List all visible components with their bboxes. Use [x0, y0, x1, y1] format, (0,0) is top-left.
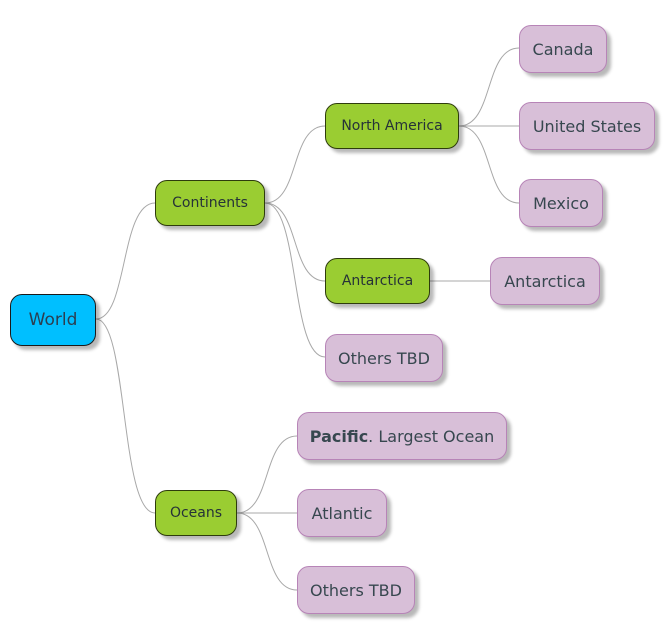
node-pacific-label: Pacific. Largest Ocean: [310, 427, 494, 446]
link-oceans-pacific: [236, 435, 298, 514]
node-north-america[interactable]: North America: [325, 103, 459, 149]
link-continents-north-america: [264, 125, 326, 204]
node-united-states-label: United States: [532, 116, 642, 136]
link-continents-others: [264, 202, 326, 358]
node-mexico[interactable]: Mexico: [519, 179, 603, 227]
link-na-mexico: [458, 125, 520, 204]
node-oceans-others-label: Others TBD: [310, 580, 402, 600]
node-continents-others[interactable]: Others TBD: [325, 334, 443, 382]
node-atlantic[interactable]: Atlantic: [297, 489, 387, 537]
node-north-america-label: North America: [341, 118, 443, 134]
node-mexico-label: Mexico: [533, 193, 589, 213]
node-canada[interactable]: Canada: [519, 25, 607, 73]
node-antarctica-leaf[interactable]: Antarctica: [490, 257, 600, 305]
node-canada-label: Canada: [532, 39, 594, 59]
node-antarctica[interactable]: Antarctica: [325, 258, 430, 304]
node-antarctica-leaf-label: Antarctica: [504, 271, 586, 291]
node-pacific-rest: . Largest Ocean: [368, 426, 495, 446]
node-pacific[interactable]: Pacific. Largest Ocean: [297, 412, 507, 460]
node-oceans[interactable]: Oceans: [155, 490, 237, 536]
node-united-states[interactable]: United States: [519, 102, 655, 150]
node-oceans-label: Oceans: [169, 505, 223, 521]
link-na-canada: [458, 47, 520, 127]
node-world[interactable]: World: [10, 294, 96, 346]
node-continents-label: Continents: [172, 195, 248, 211]
link-oceans-others: [236, 512, 298, 591]
node-oceans-others[interactable]: Others TBD: [297, 566, 415, 614]
link-continents-antarctica: [264, 202, 326, 282]
node-pacific-bold: Pacific: [309, 426, 369, 446]
node-world-label: World: [28, 310, 78, 330]
node-continents-others-label: Others TBD: [338, 348, 430, 368]
link-world-oceans: [95, 318, 156, 514]
node-continents[interactable]: Continents: [155, 180, 265, 226]
node-antarctica-label: Antarctica: [341, 273, 414, 289]
node-atlantic-label: Atlantic: [311, 503, 373, 523]
link-world-continents: [95, 202, 156, 320]
